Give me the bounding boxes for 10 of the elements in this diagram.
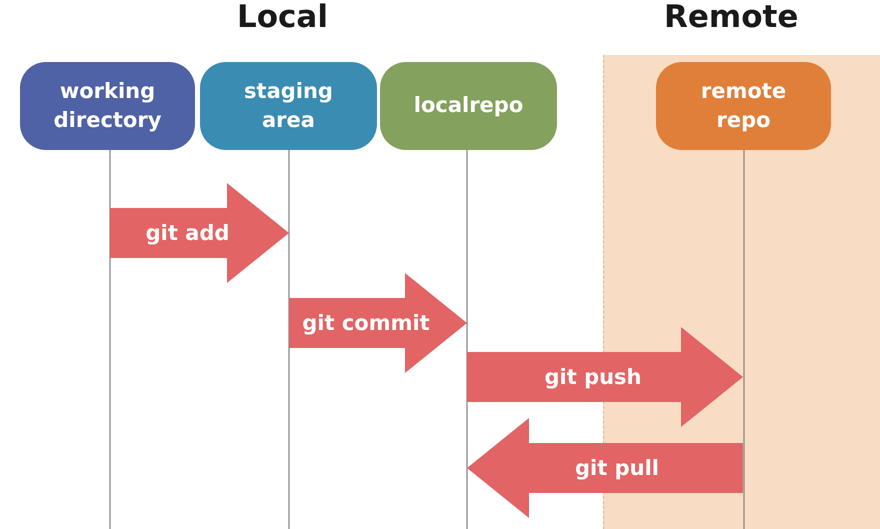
- edge-label: git push: [544, 365, 642, 389]
- section-heading: Remote: [664, 0, 798, 35]
- edge-label: git commit: [302, 311, 430, 335]
- arrow: [467, 327, 743, 427]
- edge-label: git pull: [575, 456, 659, 480]
- arrow: [289, 273, 467, 373]
- arrow: [110, 183, 289, 283]
- section-heading: Local: [237, 0, 328, 35]
- arrow: [467, 418, 743, 518]
- edge-label: git add: [146, 221, 230, 245]
